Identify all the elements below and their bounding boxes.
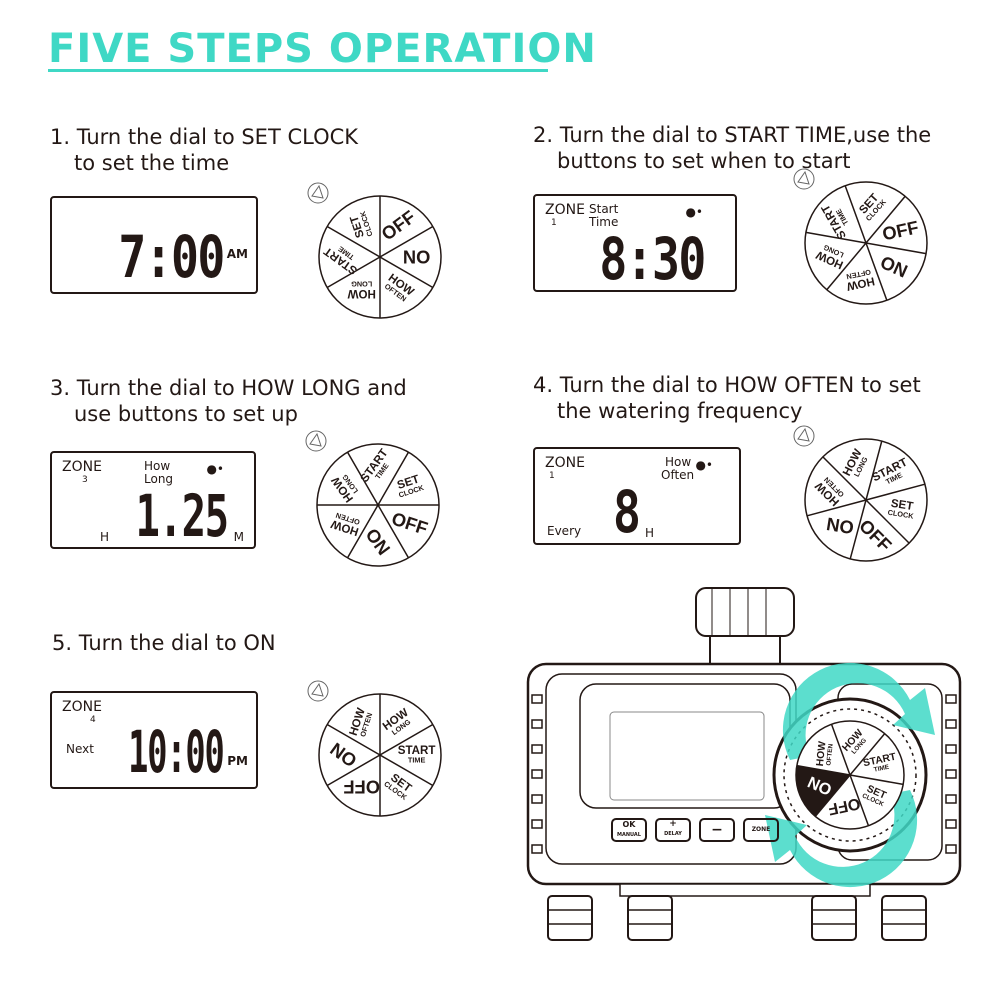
dial-label: NO — [403, 246, 430, 267]
lcd-label: Start — [589, 202, 619, 216]
dial-divider — [346, 451, 379, 506]
lcd-zone: ZONE — [62, 699, 102, 715]
dial-divider — [326, 723, 381, 756]
manual-label: MANUAL — [617, 832, 641, 838]
step-1-line2: to set the time — [74, 151, 230, 175]
title-underline — [48, 69, 548, 72]
dial-divider — [865, 242, 888, 301]
dial-label: HOWOFTEN — [381, 272, 415, 304]
dial-divider — [865, 195, 906, 244]
water-drop-icon: ●• — [695, 458, 713, 472]
dial-divider — [377, 504, 410, 559]
dial-divider — [826, 242, 867, 291]
dial-divider — [379, 225, 434, 258]
step-3-line2: use buttons to set up — [74, 402, 298, 426]
dial-divider — [326, 256, 381, 289]
ok-manual-button[interactable]: OK MANUAL — [611, 818, 647, 842]
dial-divider — [865, 499, 910, 544]
dial-divider — [379, 256, 434, 289]
lcd-digits: 1.25 — [135, 482, 230, 550]
lcd-digits: 8 — [613, 478, 641, 546]
zone-button[interactable]: ZONE — [743, 818, 779, 842]
dial-divider — [806, 499, 867, 517]
pointer-triangle-icon — [793, 168, 815, 190]
lcd-prefix: H — [100, 530, 110, 544]
ok-label: OK — [622, 820, 636, 829]
device-buttons: OK MANUAL + DELAY − ZONE — [611, 818, 779, 842]
lcd-label: Time — [589, 215, 619, 229]
step-4-line2: the watering frequency — [557, 399, 803, 423]
dial-divider — [865, 242, 927, 255]
lcd-prefix: Next — [66, 742, 94, 756]
plus-delay-button[interactable]: + DELAY — [655, 818, 691, 842]
lcd-digits: 8:30 — [599, 225, 707, 293]
lcd-display-1: 7:00 AM — [50, 196, 258, 294]
dial-divider — [346, 504, 379, 559]
lcd-label: How — [144, 459, 171, 473]
lcd-digits: 10:00 — [128, 718, 226, 786]
step-5-line1: 5. Turn the dial to ON — [52, 631, 276, 655]
lcd-digits: 7:00 — [118, 223, 226, 291]
dial-label: ON — [825, 513, 855, 538]
plus-label: + — [669, 819, 677, 829]
pointer-triangle-icon — [307, 182, 329, 204]
step-1-line1: 1. Turn the dial to SET CLOCK — [50, 125, 359, 149]
dial-label: OFF — [343, 776, 380, 797]
lcd-zone: ZONE — [545, 455, 585, 471]
pointer-triangle-icon — [305, 430, 327, 452]
lcd-display-3: ZONE 3 How Long ●• H 1.25 M — [50, 451, 256, 549]
water-drop-icon: ●• — [685, 205, 703, 219]
step-5-text: 5. Turn the dial to ON — [52, 630, 276, 656]
dial-label: SETCLOCK — [887, 497, 916, 520]
minus-button[interactable]: − — [699, 818, 735, 842]
lcd-display-4: ZONE 1 How Often ●• Every 8 H — [533, 447, 741, 545]
page-title: FIVE STEPS OPERATION — [48, 26, 597, 72]
lcd-suffix: M — [233, 530, 244, 544]
lcd-zone-number: 3 — [82, 475, 88, 485]
lcd-suffix: AM — [226, 247, 248, 261]
lcd-zone: ZONE — [62, 459, 102, 475]
dial-divider — [865, 483, 926, 501]
delay-label: DELAY — [664, 831, 682, 837]
dial-divider — [379, 723, 434, 756]
dial-divider — [844, 185, 867, 244]
lcd-zone-number: 4 — [90, 715, 96, 725]
lcd-prefix: Every — [547, 524, 582, 538]
dial-divider — [326, 754, 381, 787]
lcd-zone: ZONE — [545, 202, 585, 218]
step-4-line1: 4. Turn the dial to HOW OFTEN to set — [533, 373, 921, 397]
dial-divider — [822, 456, 867, 501]
lcd-zone-number: 1 — [551, 218, 557, 228]
lcd-display-5: ZONE 4 Next 10:00 PM — [50, 691, 258, 789]
lcd-suffix: H — [645, 526, 655, 540]
dial-divider — [865, 440, 883, 501]
water-drop-icon: ●• — [206, 462, 224, 476]
lcd-display-2: ZONE 1 Start Time ●• 8:30 — [533, 194, 737, 292]
dial-divider — [326, 225, 381, 258]
step-3-line1: 3. Turn the dial to HOW LONG and — [50, 376, 407, 400]
lcd-zone-number: 1 — [549, 471, 555, 481]
pointer-triangle-icon — [793, 425, 815, 447]
dial-divider — [379, 754, 434, 787]
dial-label: HOWLONG — [347, 279, 375, 298]
lcd-label: Often — [661, 468, 695, 482]
dial-divider — [849, 499, 867, 560]
lcd-label: Long — [144, 472, 174, 486]
pointer-triangle-icon — [307, 680, 329, 702]
dial-divider — [377, 451, 410, 506]
step-2-line1: 2. Turn the dial to START TIME,use the — [533, 123, 932, 147]
lcd-suffix: PM — [227, 754, 248, 768]
dial-divider — [805, 231, 867, 244]
lcd-label: How — [665, 455, 692, 469]
